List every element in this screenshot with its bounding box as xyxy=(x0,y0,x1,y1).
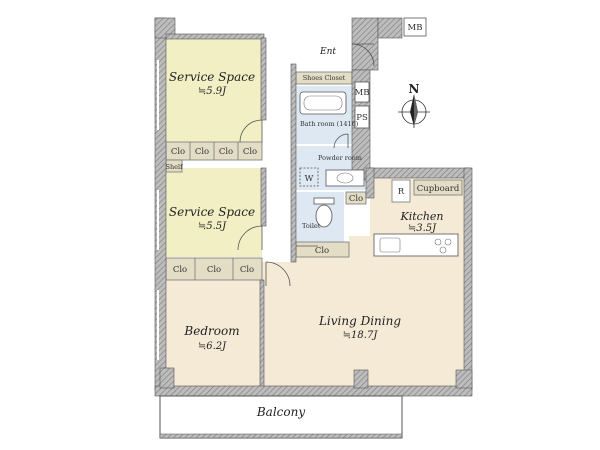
service-space-1-floor xyxy=(166,38,262,142)
wall-top xyxy=(165,33,265,40)
door-service-1 xyxy=(239,119,263,143)
refrigerator-label: R xyxy=(398,187,405,197)
bath-room-label: Bath room (1416) xyxy=(300,120,359,128)
cupboard-label: Cupboard xyxy=(417,184,460,194)
closet-label: Clo xyxy=(243,147,257,157)
closet-label: Clo xyxy=(219,147,233,157)
wall-kitchen-left xyxy=(365,167,375,199)
compass xyxy=(398,94,430,128)
service-space-1-name: Service Space xyxy=(169,70,255,84)
bedroom-area: ≒6.2J xyxy=(198,341,227,352)
shelf-label: Shelf xyxy=(166,163,184,171)
mb-top-label: MB xyxy=(408,23,423,33)
living-dining-area: ≒18.7J xyxy=(343,330,379,341)
living-dining-floor xyxy=(262,236,466,387)
mb-top-box xyxy=(403,17,427,37)
wall-bottom xyxy=(154,385,473,397)
balcony-floor xyxy=(160,396,402,438)
closet-label: Clo xyxy=(195,147,209,157)
column-left xyxy=(159,367,175,389)
wall-service2-right xyxy=(260,167,267,227)
bedroom-name: Bedroom xyxy=(183,324,239,338)
wall-service-right xyxy=(260,37,267,121)
toilet-bowl xyxy=(315,204,333,228)
wall-top-left xyxy=(154,17,176,39)
closet-label: Clo xyxy=(349,194,363,204)
closet-label: Clo xyxy=(173,265,187,275)
washer-label: W xyxy=(305,174,314,184)
service-space-2-floor xyxy=(166,168,262,257)
door-bedroom xyxy=(265,261,291,287)
toilet-tank xyxy=(313,197,335,205)
closet-label: Clo xyxy=(315,246,329,256)
shoes-closet-label: Shoes Closet xyxy=(303,74,346,82)
wall-top-right-b xyxy=(377,17,403,39)
mb-box xyxy=(354,81,370,103)
kitchen-name: Kitchen xyxy=(400,210,444,223)
washer xyxy=(299,167,319,187)
closet-label: Clo xyxy=(240,265,254,275)
toilet-label: Toilet xyxy=(302,222,321,230)
service-space-1-area: ≒5.9J xyxy=(198,86,227,97)
kitchen-sink xyxy=(379,237,401,253)
wall-right xyxy=(463,167,473,391)
wall-wetcore-left xyxy=(290,63,297,263)
ps-label: PS xyxy=(356,113,368,123)
powder-room-label: Powder room xyxy=(318,154,362,162)
compass-north-label: N xyxy=(409,82,420,96)
entrance-floor xyxy=(296,38,352,72)
bedroom-floor xyxy=(166,280,262,387)
wall-left xyxy=(154,17,167,391)
column-mid xyxy=(353,369,369,389)
entrance-label: Ent xyxy=(319,47,336,57)
mb-label: MB xyxy=(355,88,370,98)
vanity xyxy=(325,169,365,187)
balcony-rail xyxy=(159,433,403,439)
door-entrance xyxy=(351,43,375,67)
living-dining-name: Living Dining xyxy=(318,314,401,328)
wall-kitchen-top xyxy=(369,167,471,179)
door-bath xyxy=(333,133,349,149)
bathtub xyxy=(299,91,347,115)
wall-bedroom-right xyxy=(259,279,265,391)
balcony-name: Balcony xyxy=(256,405,305,419)
closet-label: Clo xyxy=(171,147,185,157)
cupboard xyxy=(413,179,463,196)
service-space-2-area: ≒5.5J xyxy=(198,221,227,232)
ps-box xyxy=(354,105,370,129)
door-service-2 xyxy=(237,225,263,251)
column-right xyxy=(455,369,473,389)
kitchen-area: ≒3.5J xyxy=(408,223,437,234)
service-space-2-name: Service Space xyxy=(169,205,255,219)
refrigerator-box xyxy=(391,179,411,203)
closet-label: Clo xyxy=(207,265,221,275)
